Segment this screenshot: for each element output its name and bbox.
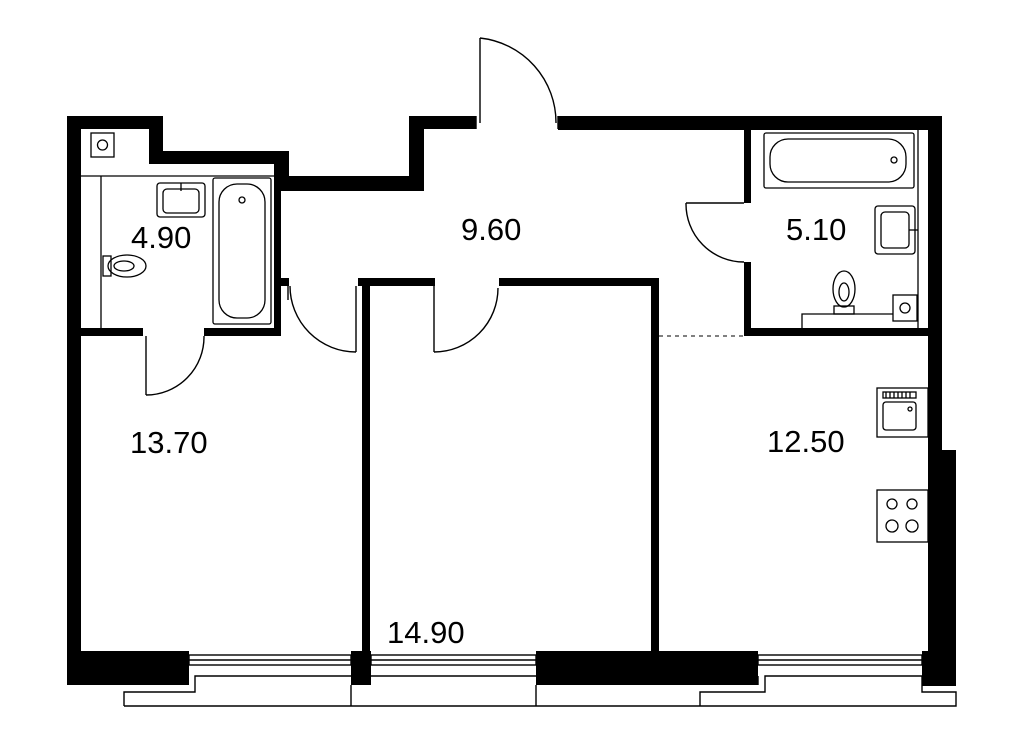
bath1-right-wall-lower [274, 278, 281, 336]
bathroom-1-fixtures [81, 132, 274, 328]
window-right-sill [536, 675, 957, 707]
room-area-kitchen-living: 12.50 [767, 424, 845, 459]
bathroom-2-door [685, 202, 745, 263]
bathtub-2-icon [763, 132, 915, 189]
room-area-bedroom-1: 13.70 [130, 425, 208, 460]
bath2-left-wall-bottom [744, 262, 751, 336]
left-exterior-wall [67, 116, 81, 654]
window-left-sill [123, 675, 351, 706]
bedroom2-top-wall-left [358, 278, 435, 286]
bathroom-2-fixtures [763, 130, 919, 328]
bedroom2-right-wall [651, 278, 659, 653]
utility-shaft-2-icon [892, 294, 918, 322]
bedroom2-top-wall-right [499, 278, 658, 286]
bath1-bottom-wall-right [204, 328, 281, 336]
bath2-left-wall-top [744, 130, 751, 203]
hall-wall-left-stub [281, 278, 289, 286]
top-wall-step-2 [149, 151, 289, 164]
bottom-right-block [922, 651, 956, 686]
bedroom-1-door [287, 285, 357, 353]
entrance-door [475, 37, 559, 129]
right-exterior-wall-thick [928, 450, 956, 686]
cooktop-icon [876, 489, 929, 543]
bedroom2-left-wall [362, 278, 370, 653]
room-area-bathroom-1: 4.90 [131, 220, 191, 255]
top-wall-left [67, 116, 163, 129]
top-wall-step-6 [409, 116, 476, 129]
bathtub-icon [212, 177, 272, 325]
bath2-bottom-wall [744, 328, 942, 336]
top-wall-step-4 [276, 176, 424, 191]
bottom-center-right-block [536, 651, 758, 685]
utility-shaft-icon [90, 132, 115, 158]
windows [123, 654, 957, 707]
kitchen-fixtures [876, 387, 929, 543]
top-wall-step-5 [409, 116, 424, 191]
bedroom-2-door [433, 286, 499, 353]
walls [67, 116, 956, 686]
bath1-right-wall [274, 164, 281, 278]
right-exterior-wall [928, 116, 942, 454]
bottom-center-left-block [351, 651, 371, 685]
room-area-bedroom-2: 14.90 [387, 615, 465, 650]
room-area-bathroom-2: 5.10 [786, 212, 846, 247]
room-labels: 4.90 9.60 5.10 13.70 12.50 14.90 [130, 212, 846, 650]
room-area-hallway: 9.60 [461, 212, 521, 247]
bathroom-1-door [145, 335, 205, 396]
top-wall-right [558, 116, 942, 130]
bottom-left-wall-block [67, 651, 189, 685]
kitchen-sink-icon [876, 387, 929, 438]
toilet-icon [102, 254, 147, 278]
toilet-2-icon [832, 270, 856, 315]
doors [145, 37, 745, 396]
bath1-bottom-wall-left [81, 328, 143, 336]
